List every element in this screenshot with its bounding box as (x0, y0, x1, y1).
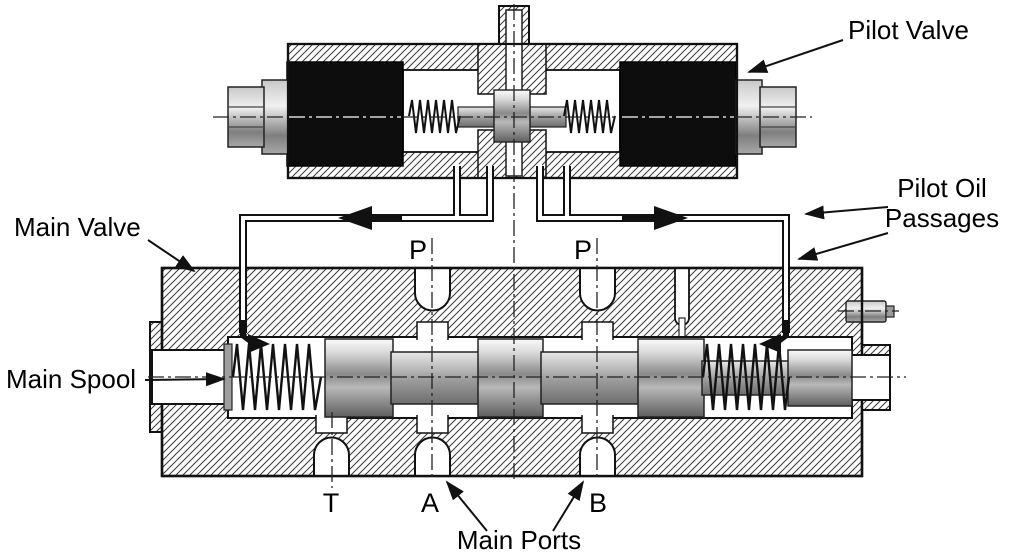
spool-neck-right (540, 351, 641, 405)
chamber-arrows (240, 320, 789, 353)
internal-drilling (674, 269, 690, 326)
labels: Pilot Valve Pilot Oil Passages Main Valv… (6, 15, 999, 555)
pilot-spring-right (563, 99, 616, 134)
label-pilot-oil-line1: Pilot Oil (897, 173, 987, 203)
port-t (313, 436, 350, 477)
chamber-arrow-left (248, 334, 270, 353)
flow-arrow-left (338, 206, 372, 230)
hex-nut-right-facets (760, 106, 796, 128)
main-spool (231, 338, 853, 418)
label-port-a: A (421, 488, 439, 518)
leader-main-ports-b (552, 480, 585, 532)
pilot-valve-assembly (227, 5, 797, 180)
solenoid-left (286, 61, 404, 167)
leader-main-spool (144, 372, 226, 387)
leader-pilot-valve (747, 39, 844, 73)
internal-drilling-neck (678, 317, 686, 338)
label-port-b: B (589, 488, 607, 518)
spool-land-left (324, 338, 394, 418)
solenoid-right (619, 61, 737, 167)
label-port-p-right: P (574, 235, 592, 265)
pilot-oil-passages (239, 164, 790, 353)
leader-main-ports-a (445, 480, 488, 532)
label-main-valve: Main Valve (14, 212, 141, 242)
port-p-right (579, 269, 616, 312)
flow-arrows (338, 206, 688, 230)
spool-land-center (477, 338, 544, 418)
leader-lines (144, 39, 889, 532)
spool-end-plug (787, 349, 853, 407)
label-main-spool: Main Spool (6, 364, 136, 394)
chamber-arrow-right (759, 334, 781, 353)
port-p-left (414, 269, 451, 312)
label-main-ports: Main Ports (457, 525, 581, 555)
label-port-t: T (323, 488, 340, 518)
hex-nut-left-facets (228, 106, 264, 128)
leader-main-valve (147, 239, 196, 273)
pilot-spool (493, 89, 531, 143)
spool-neck-left (390, 351, 481, 405)
label-pilot-valve: Pilot Valve (848, 15, 969, 45)
spool-land-right (637, 338, 705, 418)
centerlines (148, 4, 906, 488)
label-port-p-left: P (409, 235, 427, 265)
pilot-body-outline (286, 42, 739, 180)
leader-pilot-oil-bottom (797, 232, 889, 261)
leader-pilot-oil-top (804, 205, 889, 220)
flow-arrow-right (654, 206, 688, 230)
label-pilot-oil-line2: Passages (885, 203, 999, 233)
